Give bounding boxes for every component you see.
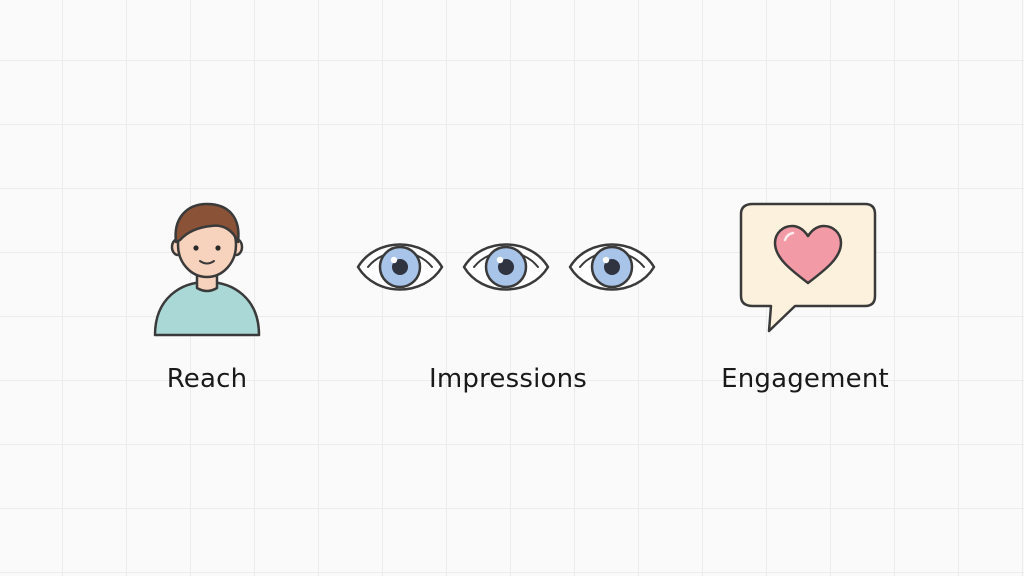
reach-item: Reach bbox=[145, 190, 269, 394]
heart-speech-bubble-icon bbox=[739, 202, 877, 333]
reach-icon-wrap bbox=[145, 190, 269, 340]
person-icon bbox=[153, 202, 261, 337]
impressions-item: Impressions bbox=[350, 190, 666, 394]
engagement-icon-wrap bbox=[705, 190, 905, 340]
impressions-label: Impressions bbox=[428, 364, 588, 394]
engagement-label: Engagement bbox=[721, 364, 889, 394]
eyes-group-icon bbox=[356, 243, 656, 291]
engagement-item: Engagement bbox=[705, 190, 905, 394]
heart-icon bbox=[773, 224, 843, 285]
eye-icon bbox=[462, 243, 550, 291]
eye-icon bbox=[568, 243, 656, 291]
eye-icon bbox=[356, 243, 444, 291]
reach-label: Reach bbox=[166, 364, 248, 394]
impressions-icon-wrap bbox=[350, 190, 666, 340]
